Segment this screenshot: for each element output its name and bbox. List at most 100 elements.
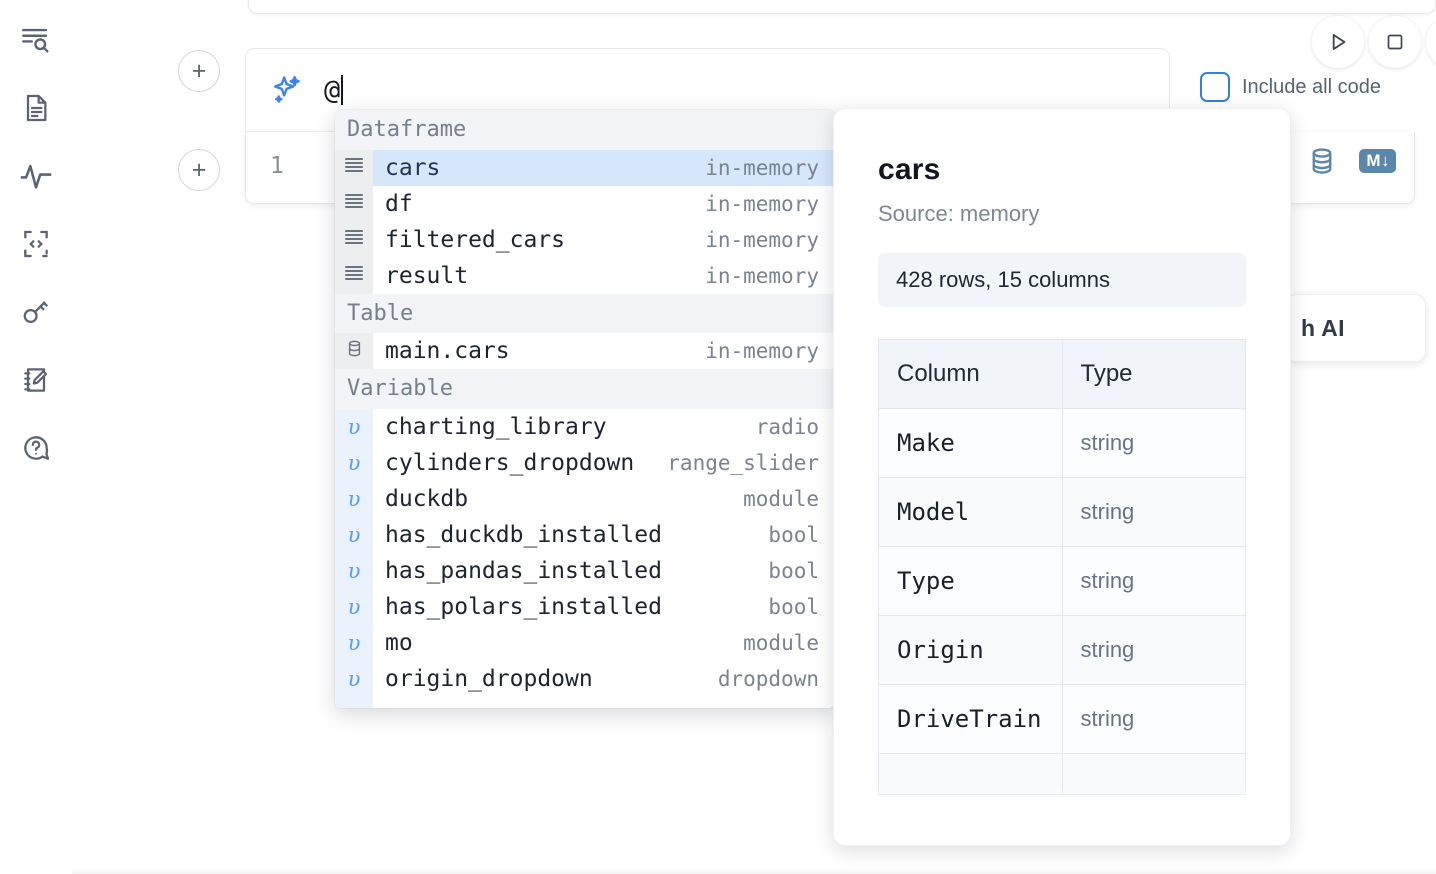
schema-column-name: Model [878, 477, 1063, 547]
autocomplete-item-icon: υ [335, 517, 373, 554]
variable-icon: υ [347, 667, 361, 692]
autocomplete-item-name: has_duckdb_installed [385, 522, 662, 549]
autocomplete-item-type: bool [768, 523, 819, 548]
schema-column-name [878, 753, 1063, 795]
variable-icon: υ [347, 523, 361, 548]
autocomplete-item-name: mo [385, 630, 413, 657]
schema-column-name: DriveTrain [878, 684, 1063, 754]
include-all-code-checkbox[interactable] [1200, 72, 1230, 102]
autocomplete-item-name: cars [385, 154, 441, 181]
autocomplete-item-icon: υ [335, 661, 373, 698]
dataframe-rows-icon [344, 229, 364, 250]
chat-question-icon[interactable] [14, 426, 58, 470]
overflow-button[interactable] [1426, 16, 1436, 68]
schema-column-type: string [1061, 615, 1246, 685]
database-icon[interactable] [1307, 146, 1337, 176]
include-all-code-toggle[interactable]: Include all code [1200, 72, 1381, 102]
autocomplete-item-icon: υ [335, 589, 373, 626]
autocomplete-item-type: in-memory [705, 155, 819, 180]
sparkle-ai-icon [270, 73, 304, 107]
ai-card-label: h AI [1301, 314, 1345, 341]
ai-prompt-value: @ [324, 74, 341, 106]
cell-icon-group: M↓ [1307, 146, 1396, 176]
autocomplete-item-icon [335, 221, 373, 258]
info-panel-source: Source: memory [878, 201, 1040, 226]
autocomplete-item-type: in-memory [705, 339, 819, 364]
schema-column-type [1061, 753, 1246, 795]
autocomplete-item[interactable]: υ [335, 697, 835, 708]
autocomplete-item-icon: υ [335, 625, 373, 662]
autocomplete-item-name: df [385, 190, 413, 217]
autocomplete-section-header: Dataframe [335, 110, 835, 150]
ai-suggestion-card[interactable]: h AI [1286, 294, 1426, 362]
activity-pulse-icon[interactable] [14, 154, 58, 198]
dataset-info-panel: cars Source: memory 428 rows, 15 columns… [833, 108, 1291, 846]
schema-column-type: string [1061, 408, 1246, 478]
schema-type-header: Type [1061, 339, 1246, 409]
info-panel-shape: 428 rows, 15 columns [878, 253, 1246, 307]
schema-column-type: string [1061, 546, 1246, 616]
stop-button[interactable] [1369, 16, 1421, 68]
autocomplete-item-name: duckdb [385, 486, 469, 513]
autocomplete-item-name: has_pandas_installed [385, 558, 662, 585]
autocomplete-item-type: bool [768, 595, 819, 620]
autocomplete-item-icon: υ [335, 445, 373, 482]
document-icon[interactable] [14, 86, 58, 130]
ai-prompt-input[interactable]: @ [324, 49, 344, 131]
autocomplete-item[interactable]: cars in-memory [335, 149, 835, 186]
autocomplete-item-icon: υ [335, 553, 373, 590]
schema-column-type: string [1061, 684, 1246, 754]
autocomplete-section-header: Variable [335, 369, 835, 410]
autocomplete-item-icon: υ [335, 697, 373, 708]
autocomplete-item-icon: υ [335, 481, 373, 518]
dataframe-rows-icon [344, 157, 364, 178]
info-panel-title: cars [878, 153, 941, 186]
autocomplete-item[interactable]: υ has_duckdb_installed bool [335, 517, 835, 554]
variable-icon: υ [348, 703, 361, 708]
key-icon[interactable] [14, 290, 58, 334]
schema-column-type: string [1061, 477, 1246, 547]
add-cell-button-bottom[interactable]: + [178, 149, 220, 191]
markdown-icon[interactable]: M↓ [1359, 149, 1396, 173]
autocomplete-item-type: module [743, 487, 819, 512]
dataframe-rows-icon [344, 265, 364, 286]
autocomplete-item-icon [335, 185, 373, 222]
run-button[interactable] [1312, 16, 1364, 68]
autocomplete-item-name: result [385, 262, 469, 289]
autocomplete-item-icon [335, 257, 373, 294]
outline-search-icon[interactable] [14, 18, 58, 62]
variable-icon: υ [347, 451, 361, 476]
autocomplete-item-name: charting_library [385, 414, 607, 441]
add-cell-button-top[interactable]: + [178, 50, 220, 92]
autocomplete-item-type: module [743, 631, 819, 656]
schema-column-name: Type [878, 546, 1063, 616]
autocomplete-item-name: origin_dropdown [385, 666, 593, 693]
include-all-code-label: Include all code [1242, 75, 1381, 98]
notepad-pencil-icon[interactable] [14, 358, 58, 402]
autocomplete-item-icon: υ [335, 409, 373, 446]
markdown-badge-arrow: ↓ [1381, 151, 1390, 170]
line-number: 1 [270, 153, 284, 179]
variable-icon: υ [347, 631, 361, 656]
code-brackets-icon[interactable] [14, 222, 58, 266]
database-table-icon [345, 339, 364, 363]
left-sidebar [0, 0, 72, 874]
schema-table-header-row: Column Type [878, 339, 1246, 409]
